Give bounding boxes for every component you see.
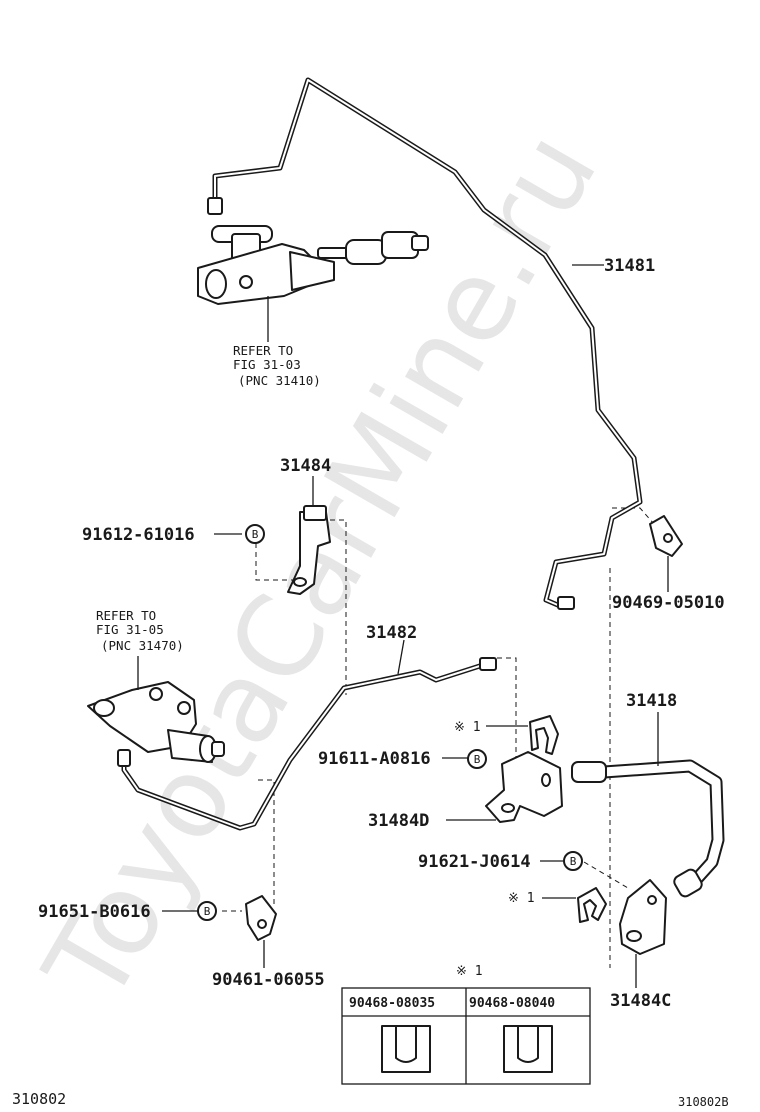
- label-90469-05010: 90469-05010: [612, 593, 725, 613]
- release-cylinder-reference: REFER TO FIG 31-05 (PNC 31470): [96, 608, 184, 653]
- ref-release-line3: (PNC 31470): [101, 638, 184, 653]
- flexible-hose-31418: [571, 712, 725, 898]
- ref-release-line2: FIG 31-05: [96, 622, 164, 637]
- bolt-marker-middle: B: [474, 753, 481, 766]
- note-marker-lower: ※ 1: [508, 891, 535, 906]
- label-91651-B0616: 91651-B0616: [38, 902, 151, 922]
- clip-90461-06055: [245, 895, 277, 968]
- label-91612-61016: 91612-61016: [82, 525, 195, 545]
- bolt-marker-hose: B: [570, 855, 577, 868]
- ref-master-line1: REFER TO: [233, 343, 293, 358]
- u-clip-upper: [486, 715, 559, 755]
- bolt-marker-upper: B: [252, 528, 259, 541]
- figure-id-left: 310802: [12, 1090, 66, 1108]
- label-91621-J0614: 91621-J0614: [418, 852, 531, 872]
- note-marker-upper: ※ 1: [454, 720, 481, 735]
- u-clip-lower: [542, 887, 607, 923]
- label-31484: 31484: [280, 456, 331, 476]
- label-31481: 31481: [604, 256, 655, 276]
- clip-table-header-1: 90468-08035: [349, 996, 435, 1011]
- label-31418: 31418: [626, 691, 677, 711]
- clip-table-header-2: 90468-08040: [469, 996, 555, 1011]
- label-31484C: 31484C: [610, 991, 671, 1011]
- master-cylinder-reference: REFER TO FIG 31-03 (PNC 31410): [233, 343, 321, 388]
- leader-lines: [162, 264, 604, 912]
- clip-table: ※ 1 90468-08035 90468-08040: [341, 964, 591, 1085]
- bolt-markers: B B B B: [197, 524, 583, 921]
- label-90461-06055: 90461-06055: [212, 970, 325, 990]
- clip-table-note: ※ 1: [456, 964, 483, 979]
- ref-master-line2: FIG 31-03: [233, 357, 301, 372]
- release-cylinder: [87, 656, 225, 763]
- label-91611-A0816: 91611-A0816: [318, 749, 431, 769]
- ref-release-line1: REFER TO: [96, 608, 156, 623]
- clip-90469-05010: [649, 515, 683, 592]
- label-31484D: 31484D: [368, 811, 429, 831]
- label-31482: 31482: [366, 623, 417, 643]
- ref-master-line3: (PNC 31410): [238, 373, 321, 388]
- u-clip-08040-illustration: [503, 1025, 553, 1073]
- release-tube-31482: [117, 639, 497, 831]
- clutch-master-cylinder: [197, 225, 429, 342]
- u-clip-08035-illustration: [381, 1025, 431, 1073]
- bracket-31484D: [446, 751, 563, 823]
- figure-id-right: 310802B: [678, 1095, 729, 1109]
- bracket-31484: [287, 476, 331, 595]
- bolt-marker-lower: B: [204, 905, 211, 918]
- clutch-tube-31481: [207, 77, 643, 610]
- bracket-31484C: [619, 879, 667, 988]
